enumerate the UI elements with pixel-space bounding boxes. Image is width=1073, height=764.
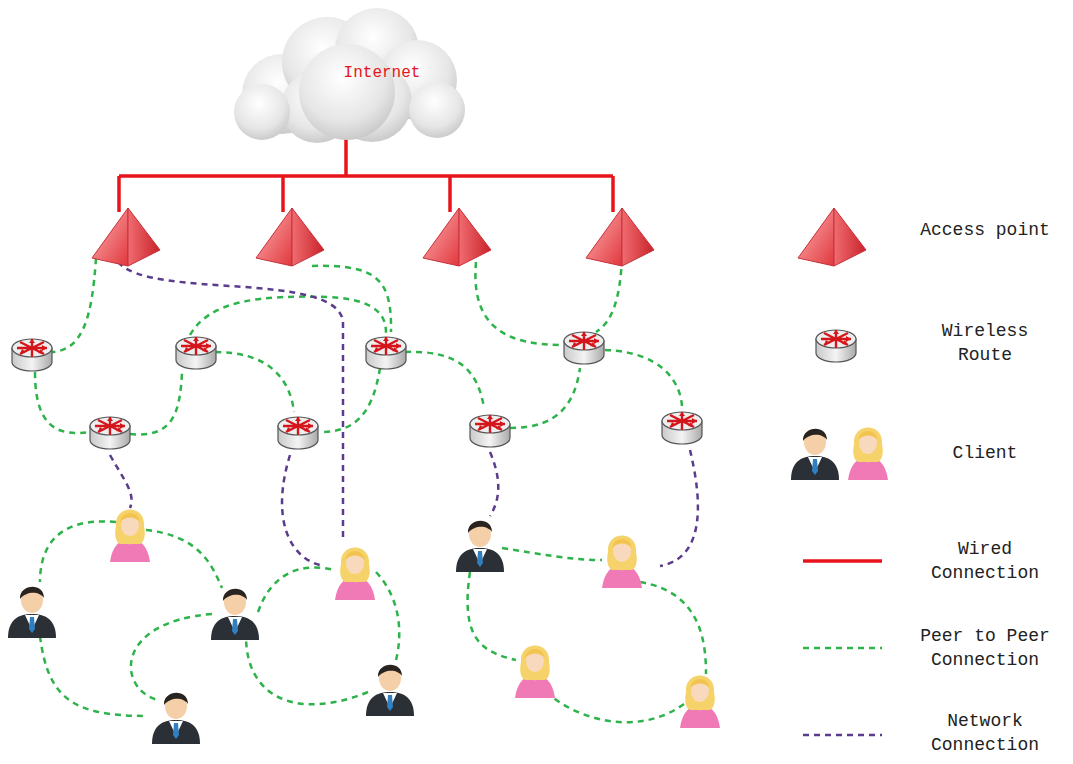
p2p-line <box>312 266 391 332</box>
network-line <box>660 450 698 566</box>
p2p-line <box>146 530 222 588</box>
p2p-line <box>246 636 368 704</box>
client-icon <box>335 548 375 601</box>
p2p-line <box>510 368 580 428</box>
client-icon <box>515 646 555 699</box>
cloud-node: Internet <box>222 2 472 144</box>
p2p-line <box>215 352 294 412</box>
router-icon <box>278 417 318 449</box>
client-icon <box>602 536 642 589</box>
cloud-puffs <box>234 8 465 143</box>
p2p-line <box>475 262 563 345</box>
legend-client-icon <box>848 428 888 481</box>
cloud-puff <box>409 82 465 138</box>
router-icon <box>90 417 130 449</box>
p2p-line <box>40 521 116 582</box>
p2p-line <box>52 258 96 352</box>
network-line <box>282 455 324 566</box>
router-icon <box>662 412 702 444</box>
network-line <box>118 262 343 540</box>
network-line <box>110 455 132 508</box>
p2p-line <box>130 372 182 434</box>
client-icon <box>456 521 504 572</box>
p2p-line <box>502 548 602 560</box>
router-icon <box>366 337 406 369</box>
node-label: Internet <box>344 64 421 82</box>
network-line <box>490 452 498 516</box>
p2p-line <box>35 372 90 433</box>
p2p-line <box>596 258 622 332</box>
p2p-line <box>605 350 682 406</box>
legend-label: Wireless Route <box>910 319 1060 367</box>
legend-samples <box>791 208 888 735</box>
wireless-routers <box>12 332 702 449</box>
p2p-line <box>405 352 484 408</box>
p2p-line <box>258 567 334 612</box>
legend-p2p-line <box>803 647 882 650</box>
legend-label: Client <box>910 441 1060 465</box>
wired-line <box>611 176 615 212</box>
legend-label: Wired Connection <box>910 537 1060 585</box>
clients <box>8 510 720 745</box>
access-point-icon <box>92 208 160 266</box>
access-point-icon <box>586 208 654 266</box>
router-icon <box>470 415 510 447</box>
legend-label: Peer to Peer Connection <box>910 624 1060 672</box>
router-icon <box>12 339 52 371</box>
legend-wired-line <box>803 559 882 563</box>
legend-network-line <box>803 734 882 737</box>
legend-label: Access point <box>910 218 1060 242</box>
client-icon <box>366 665 414 716</box>
client-icon <box>211 589 259 640</box>
p2p-line <box>376 572 399 660</box>
wired-line <box>281 176 285 212</box>
network-connection <box>110 262 698 566</box>
wired-line <box>117 176 121 212</box>
p2p-line <box>190 297 386 335</box>
p2p-line <box>468 572 516 660</box>
access-point-icon <box>423 208 491 266</box>
p2p-line <box>320 368 380 432</box>
p2p-line <box>131 614 212 700</box>
cloud-puff <box>299 44 395 140</box>
wired-line <box>119 174 613 178</box>
legend-access-point-icon <box>798 208 866 266</box>
client-icon <box>152 693 200 744</box>
client-icon <box>680 676 720 729</box>
wired-connection <box>119 138 613 212</box>
legend-router-icon <box>816 330 856 362</box>
peer-to-peer-connection <box>35 258 706 722</box>
access-points <box>92 208 654 266</box>
wired-line <box>448 176 452 212</box>
p2p-line <box>546 692 684 722</box>
legend-label: Network Connection <box>910 709 1060 757</box>
router-icon <box>176 337 216 369</box>
p2p-line <box>640 582 706 674</box>
legend-client-icon <box>791 429 839 480</box>
wired-line <box>344 138 348 176</box>
access-point-icon <box>256 208 324 266</box>
cloud-puff <box>234 84 290 140</box>
router-icon <box>564 332 604 364</box>
client-icon <box>8 587 56 638</box>
client-icon <box>110 510 150 563</box>
